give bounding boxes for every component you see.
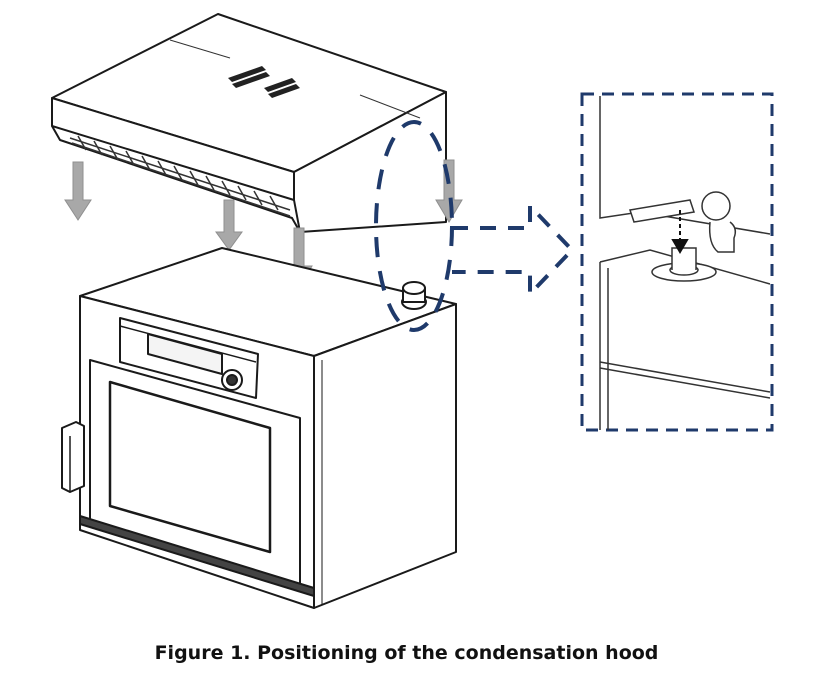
oven bbox=[61, 247, 457, 609]
down-arrow-2 bbox=[215, 199, 243, 251]
down-arrow-4 bbox=[435, 159, 463, 223]
figure-caption: Figure 1. Positioning of the condensatio… bbox=[154, 642, 659, 664]
hood-top-vents bbox=[228, 66, 300, 98]
detail-pointer-arrow bbox=[452, 201, 575, 299]
down-arrow-1 bbox=[64, 161, 92, 221]
hood-right-face bbox=[293, 91, 447, 233]
inset-down-arrow bbox=[671, 210, 689, 254]
oven-bottom-strip bbox=[79, 515, 315, 597]
oven-window bbox=[108, 380, 272, 554]
hood-lip bbox=[51, 125, 301, 233]
inset-hood-tray bbox=[629, 199, 695, 223]
oven-display bbox=[147, 333, 223, 375]
oven-right-side bbox=[313, 303, 457, 609]
oven-door-handle bbox=[61, 421, 85, 493]
hood-filter-grille bbox=[69, 135, 291, 217]
inset-hood-fitting bbox=[701, 191, 731, 221]
detail-inset bbox=[580, 92, 774, 432]
condensation-hood bbox=[51, 13, 447, 233]
installation-diagram bbox=[51, 13, 774, 609]
inset-chimney-pipe bbox=[671, 247, 697, 270]
